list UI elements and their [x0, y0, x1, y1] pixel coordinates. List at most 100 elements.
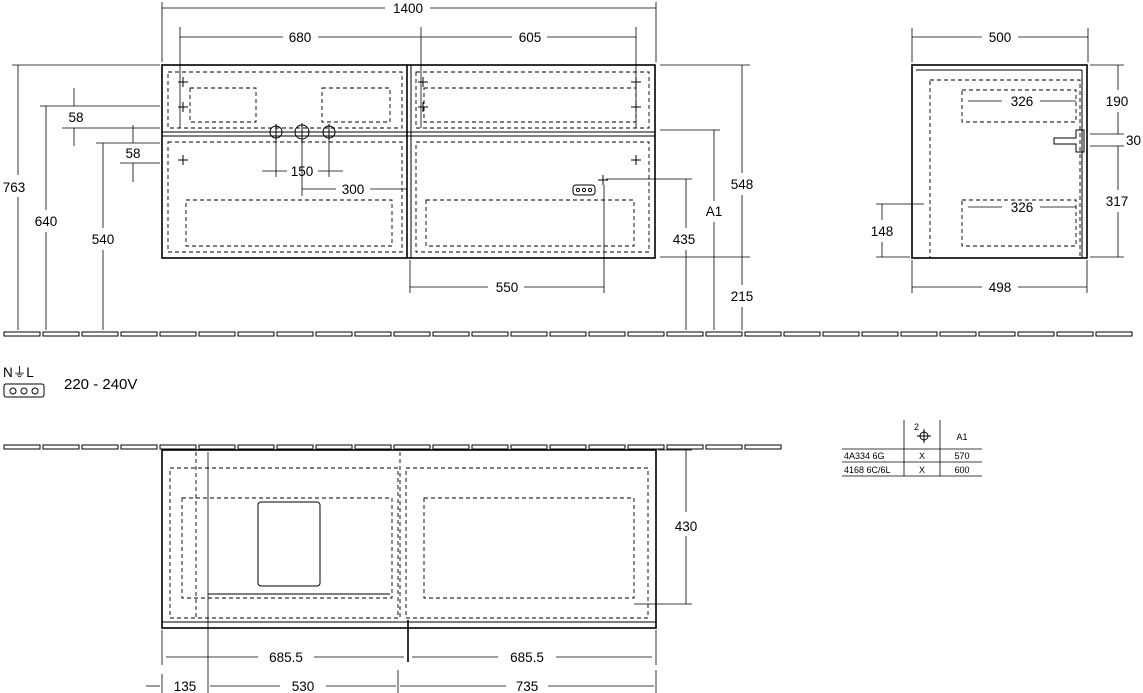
side-cabinet-outline	[911, 64, 1088, 259]
dim-640: 640	[35, 214, 58, 229]
floor-tile	[354, 444, 392, 450]
dim-58-mid: 58	[125, 146, 140, 161]
floor-tile	[549, 444, 587, 450]
dim-498: 498	[989, 280, 1012, 295]
dim-605: 605	[519, 30, 542, 45]
dim-326-top: 326	[1011, 94, 1034, 109]
floor-tile	[159, 331, 197, 337]
table-row-1-mark: X	[919, 451, 925, 461]
table-row-1-code: 4A334 6G	[844, 451, 885, 461]
front-elevation: 1400 680 605 763 640 540 58 58	[3, 1, 754, 330]
reference-table: 2 A1 4A334 6G X 570 4168 6C/6L X 600	[842, 420, 982, 477]
dim-326-bottom: 326	[1011, 200, 1034, 215]
floor-tile	[666, 444, 704, 450]
dim-540: 540	[92, 232, 115, 247]
floor-tile	[276, 444, 314, 450]
floor-tile	[81, 444, 119, 450]
floor-tile	[822, 331, 860, 337]
floor-tile	[237, 331, 275, 337]
floor-tile	[432, 444, 470, 450]
floor-line-top	[3, 331, 1133, 337]
dim-735: 735	[516, 679, 539, 693]
dim-500: 500	[989, 30, 1012, 45]
dim-430: 430	[675, 519, 698, 534]
mount-markers	[178, 77, 641, 165]
floor-tile	[237, 444, 275, 450]
floor-tile	[705, 444, 743, 450]
dim-215: 215	[731, 289, 754, 304]
floor-tile	[627, 331, 665, 337]
floor-tile	[354, 331, 392, 337]
floor-tile	[1095, 331, 1133, 337]
dim-763: 763	[3, 180, 26, 195]
plan-outline	[161, 449, 657, 629]
floor-tile	[198, 444, 236, 450]
floor-tile	[471, 331, 509, 337]
floor-tile	[120, 444, 158, 450]
floor-tile	[42, 331, 80, 337]
floor-tile	[900, 331, 938, 337]
front-cabinet-outline	[161, 64, 656, 259]
power-socket-icon	[572, 175, 608, 196]
dim-550: 550	[496, 280, 519, 295]
floor-tile	[120, 331, 158, 337]
table-row-2-code: 4168 6C/6L	[844, 465, 891, 475]
dim-1400: 1400	[393, 1, 423, 16]
floor-tile	[471, 444, 509, 450]
dim-685-right: 685.5	[510, 650, 544, 665]
floor-tile	[510, 444, 548, 450]
floor-tile	[81, 331, 119, 337]
dim-a1: A1	[706, 204, 723, 219]
dim-30: 30	[1126, 133, 1141, 148]
tap-symbol-icon	[917, 429, 931, 443]
floor-tile	[315, 331, 353, 337]
floor-tile	[432, 331, 470, 337]
floor-tile	[783, 331, 821, 337]
floor-tile	[3, 444, 41, 450]
floor-tile	[978, 331, 1016, 337]
table-row-2-a1: 600	[954, 465, 969, 475]
floor-tile	[315, 444, 353, 450]
floor-tile	[1056, 331, 1094, 337]
dim-530: 530	[292, 679, 315, 693]
table-header-number: 2	[914, 422, 919, 432]
floor-tile	[510, 331, 548, 337]
floor-tile	[588, 331, 626, 337]
dim-300: 300	[342, 182, 365, 197]
dim-190: 190	[1106, 94, 1129, 109]
dim-135: 135	[174, 679, 197, 693]
basin-outline	[257, 501, 321, 587]
floor-tile	[42, 444, 80, 450]
floor-tile	[666, 331, 704, 337]
floor-line-mid	[3, 444, 782, 450]
floor-tile	[627, 444, 665, 450]
dim-58-top: 58	[68, 110, 83, 125]
floor-tile	[861, 331, 899, 337]
floor-tile	[276, 331, 314, 337]
floor-tile	[705, 331, 743, 337]
table-row-2-mark: X	[919, 465, 925, 475]
dim-435: 435	[673, 232, 696, 247]
table-header-a1: A1	[956, 432, 967, 442]
dim-685-left: 685.5	[269, 650, 303, 665]
floor-tile	[588, 444, 626, 450]
floor-tile	[744, 331, 782, 337]
table-row-1-a1: 570	[954, 451, 969, 461]
voltage-label: 220 - 240V	[64, 376, 137, 393]
socket-box-icon	[3, 383, 45, 398]
floor-tile	[393, 331, 431, 337]
dim-548: 548	[731, 177, 754, 192]
socket-symbol-label: N⏚L	[3, 365, 34, 380]
dim-317: 317	[1106, 194, 1129, 209]
floor-tile	[939, 331, 977, 337]
tap-connection-icons	[268, 123, 337, 141]
dim-680: 680	[289, 30, 312, 45]
floor-tile	[3, 331, 41, 337]
floor-tile	[159, 444, 197, 450]
floor-tile	[1017, 331, 1055, 337]
electrical-symbol: N⏚L 220 - 240V	[3, 365, 137, 398]
floor-tile	[744, 444, 782, 450]
floor-tile	[549, 331, 587, 337]
floor-tile	[198, 331, 236, 337]
